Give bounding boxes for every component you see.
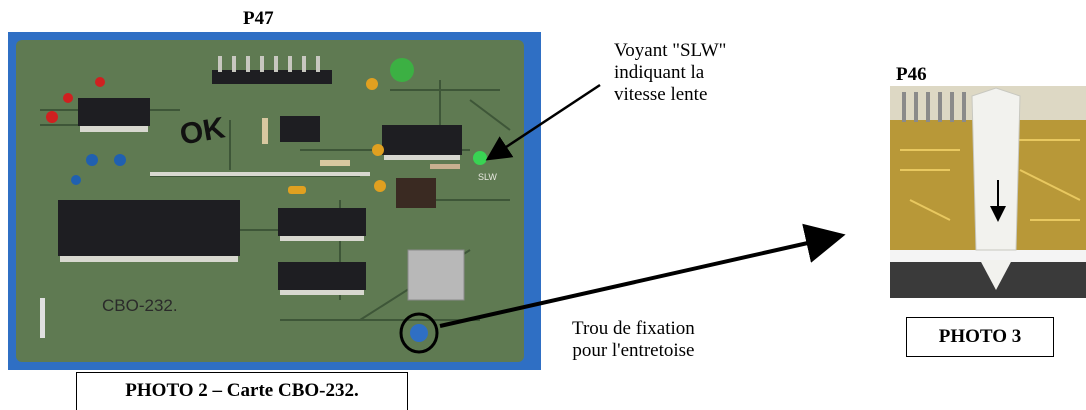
crystal (407, 249, 465, 301)
ic-right (382, 125, 462, 155)
jumper-wire (150, 172, 370, 176)
ic-max232 (78, 98, 150, 126)
mounting-hole (410, 324, 428, 342)
relay (396, 178, 436, 208)
board-id-p47: P47 (243, 8, 274, 29)
hole-highlight-circle (399, 312, 439, 354)
pin-header (212, 70, 332, 84)
arrow-to-led (485, 83, 601, 161)
ic-mid-top (278, 208, 366, 236)
ic-cpu (58, 200, 240, 256)
silk-slw: SLW (478, 172, 497, 182)
led-slw (473, 151, 487, 165)
ic-small (280, 116, 320, 142)
led-annotation: Voyant "SLW" indiquant la vitesse lente (614, 40, 727, 105)
ic-mid-bottom (278, 262, 366, 290)
board-id-p46: P46 (896, 64, 927, 85)
board-print-cbo232: CBO-232. (102, 296, 178, 315)
photo-3-caption: PHOTO 3 (906, 317, 1054, 357)
arrow-to-photo-3 (439, 223, 846, 328)
photo-2-caption: PHOTO 2 – Carte CBO-232. (76, 372, 408, 410)
led-green-top (390, 58, 414, 82)
hole-annotation: Trou de fixation pour l'entretoise (572, 318, 695, 361)
standoff (971, 87, 1021, 251)
